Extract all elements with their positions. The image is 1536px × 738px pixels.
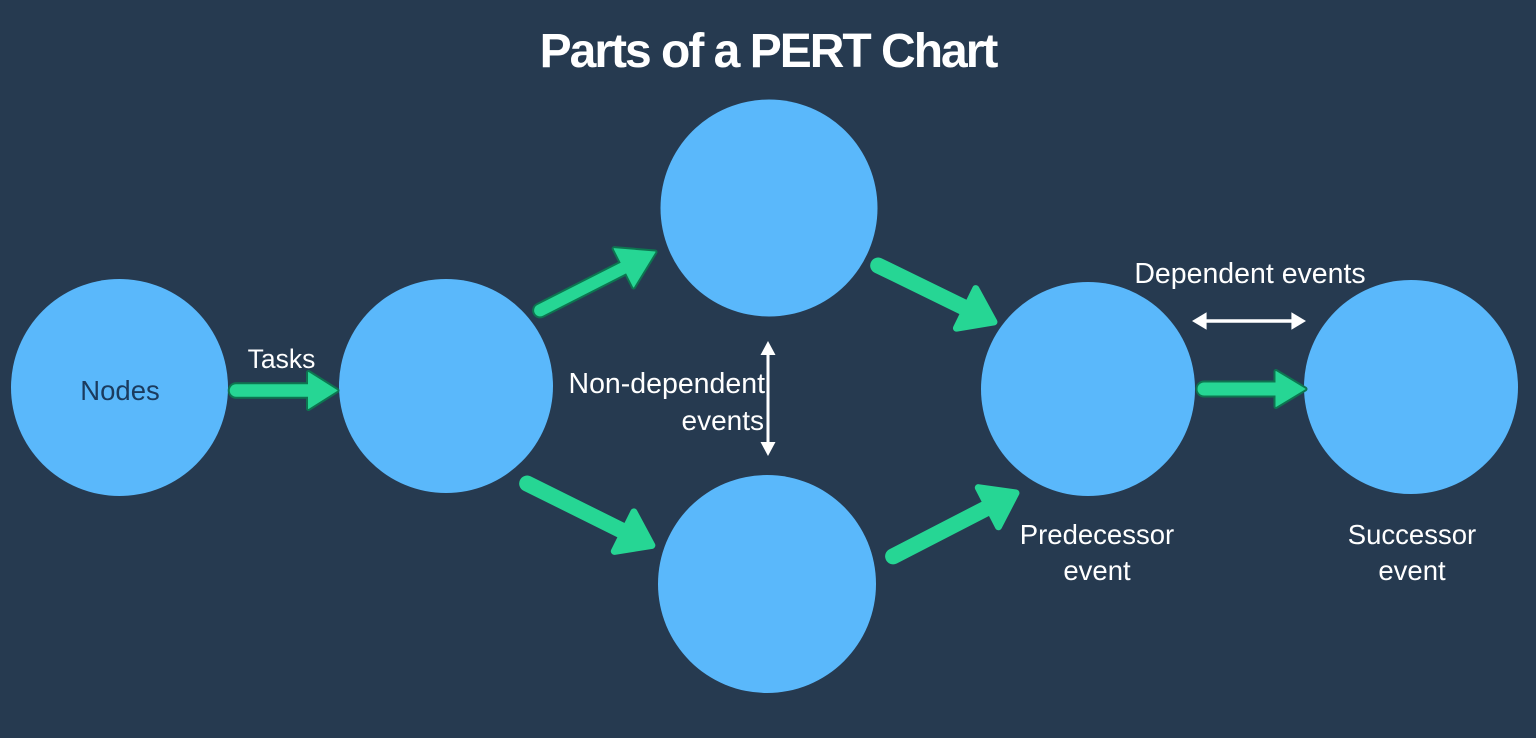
svg-text:events: events	[682, 405, 765, 436]
svg-text:Parts of a PERT Chart: Parts of a PERT Chart	[540, 25, 999, 78]
svg-text:Dependent events: Dependent events	[1134, 258, 1365, 290]
svg-text:Tasks: Tasks	[248, 344, 316, 374]
svg-text:event: event	[1378, 555, 1446, 586]
svg-text:Successor: Successor	[1348, 519, 1476, 550]
svg-text:Nodes: Nodes	[80, 375, 160, 406]
svg-text:Predecessor: Predecessor	[1020, 519, 1174, 550]
svg-text:event: event	[1063, 555, 1131, 586]
svg-text:Non-dependent: Non-dependent	[569, 368, 766, 400]
